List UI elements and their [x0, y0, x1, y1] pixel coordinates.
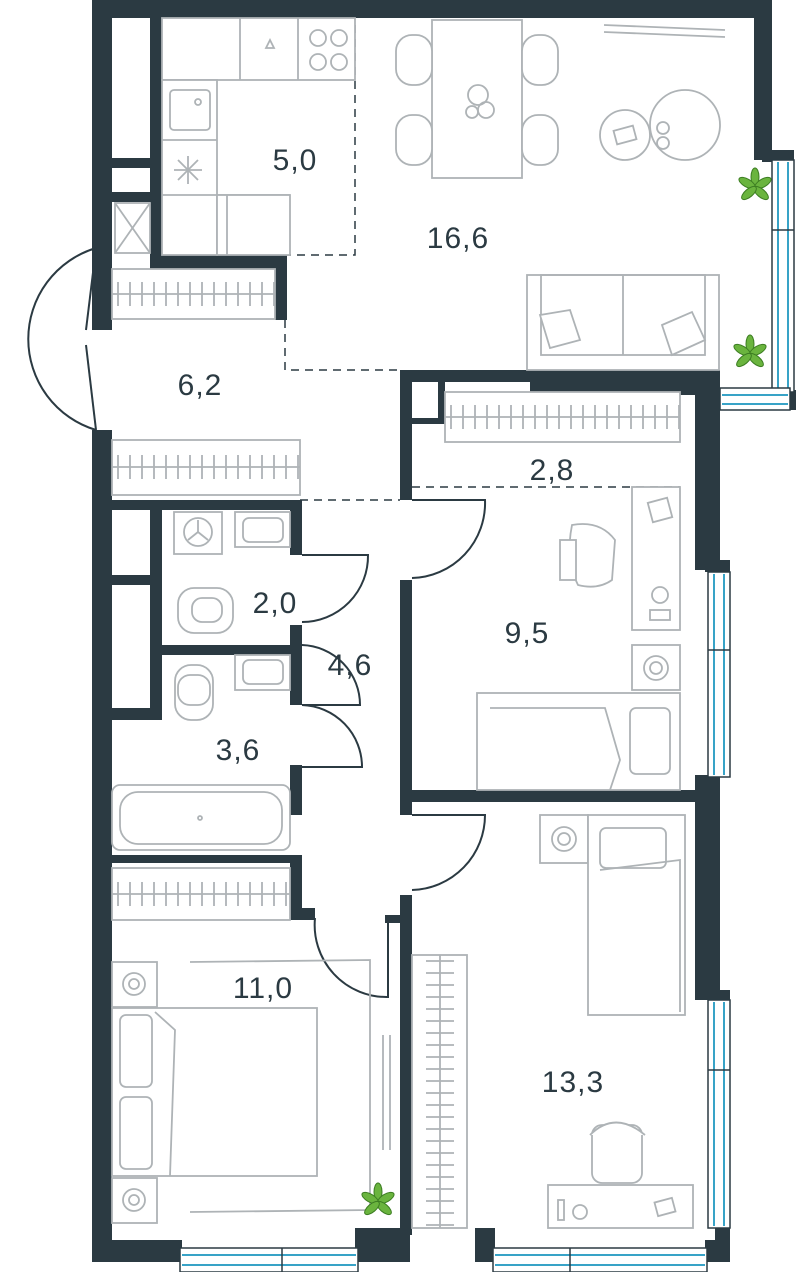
windows — [179, 159, 795, 1272]
area-hall: 6,2 — [178, 369, 223, 402]
wardrobe-hatching — [112, 282, 680, 1228]
interior-walls — [112, 18, 710, 1235]
sofa — [526, 274, 720, 371]
area-bedroom-small: 9,5 — [505, 617, 550, 650]
wc-fixtures — [173, 511, 291, 634]
area-corridor: 4,6 — [328, 649, 373, 682]
master-bedroom-furniture — [111, 959, 391, 1224]
area-bathroom: 3,6 — [216, 734, 261, 767]
area-wc: 2,0 — [253, 587, 298, 620]
bath-fixtures — [111, 654, 291, 851]
area-bedroom-master: 11,0 — [233, 972, 293, 1005]
small-bedroom-furniture — [476, 486, 681, 791]
exterior-walls — [92, 0, 796, 1262]
area-labels: 5,0 16,6 6,2 2,8 2,0 4,6 9,5 3,6 11,0 13… — [178, 144, 604, 1099]
dining-table — [395, 19, 726, 179]
plant-icon — [733, 334, 767, 368]
area-bedroom-large: 13,3 — [542, 1066, 604, 1099]
doors — [27, 247, 487, 999]
area-living: 16,6 — [427, 222, 489, 255]
plant-icon — [738, 167, 772, 201]
kitchen-unit — [114, 17, 356, 256]
zone-boundaries — [284, 25, 680, 501]
plant-icon — [361, 1182, 395, 1216]
area-kitchen: 5,0 — [273, 144, 318, 177]
area-storage: 2,8 — [530, 454, 575, 487]
